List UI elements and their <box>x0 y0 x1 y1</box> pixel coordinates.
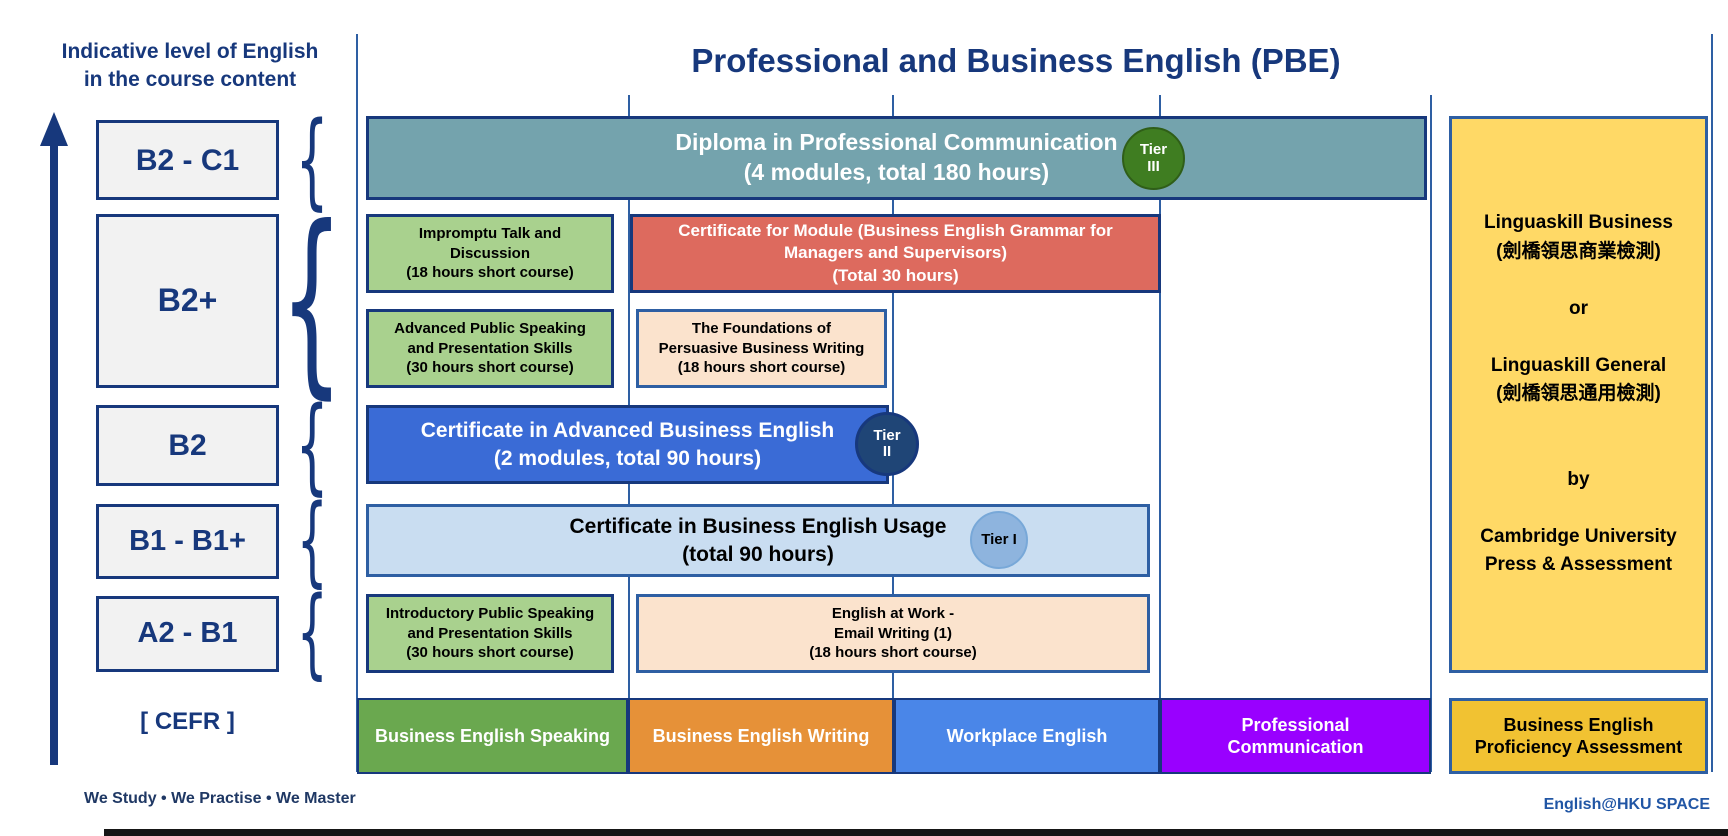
category-business-english-writing: Business English Writing <box>628 698 894 774</box>
course-introductory-public-speaking: Introductory Public Speaking and Present… <box>366 594 614 673</box>
category-workplace-english: Workplace English <box>894 698 1160 774</box>
level-box-b2-c1: B2 - C1 <box>96 120 279 200</box>
brace-icon-a2-b1 <box>284 586 340 682</box>
course-advanced-public-speaking: Advanced Public Speaking and Presentatio… <box>366 309 614 388</box>
cefr-label: [ CEFR ] <box>140 708 235 735</box>
course-certificate-usage-label: Certificate in Business English Usage (t… <box>569 515 947 566</box>
course-certificate-advanced-label: Certificate in Advanced Business English… <box>420 419 835 470</box>
level-box-a2-b1: A2 - B1 <box>96 596 279 672</box>
tier-1-badge: Tier I <box>970 511 1028 569</box>
grid-line-left <box>356 34 358 772</box>
level-box-b2: B2 <box>96 405 279 486</box>
page-title: Professional and Business English (PBE) <box>691 42 1341 79</box>
course-certificate-advanced-business-english: Certificate in Advanced Business English… <box>366 405 889 484</box>
grid-line-professional-assessment <box>1430 95 1432 772</box>
course-english-at-work-email-writing: English at Work - Email Writing (1) (18 … <box>636 594 1150 673</box>
level-box-b1-b1plus: B1 - B1+ <box>96 504 279 579</box>
brace-icon-b2-plus <box>284 204 340 398</box>
brace-icon-b2 <box>284 395 340 496</box>
bottom-edge-bar <box>104 829 1728 836</box>
course-diploma-label: Diploma in Professional Communication (4… <box>675 129 1118 185</box>
grid-line-workplace-professional <box>1159 95 1161 772</box>
left-panel-heading: Indicative level of English in the cours… <box>61 40 319 92</box>
level-box-b2-plus: B2+ <box>96 214 279 388</box>
grid-line-right <box>1711 34 1713 772</box>
tier-3-badge: Tier III <box>1122 127 1185 190</box>
brace-icon-b1-b1plus <box>284 494 340 589</box>
cefr-arrow-shaft <box>50 144 58 765</box>
course-certificate-module-grammar: Certificate for Module (Business English… <box>630 214 1161 293</box>
category-professional-communication: Professional Communication <box>1160 698 1431 774</box>
assessment-panel: Linguaskill Business (劍橋領思商業檢測) or Lingu… <box>1449 116 1708 673</box>
tier-2-badge: Tier II <box>855 412 919 476</box>
cefr-arrow-icon <box>40 112 68 146</box>
category-business-english-proficiency-assessment: Business English Proficiency Assessment <box>1449 698 1708 774</box>
footer-motto: We Study • We Practise • We Master <box>84 790 356 807</box>
course-diploma-professional-communication: Diploma in Professional Communication (4… <box>366 116 1427 200</box>
course-impromptu-talk: Impromptu Talk and Discussion (18 hours … <box>366 214 614 293</box>
course-certificate-business-english-usage: Certificate in Business English Usage (t… <box>366 504 1150 577</box>
course-persuasive-business-writing: The Foundations of Persuasive Business W… <box>636 309 887 388</box>
footer-brand: English@HKU SPACE <box>1543 796 1710 813</box>
category-business-english-speaking: Business English Speaking <box>357 698 628 774</box>
